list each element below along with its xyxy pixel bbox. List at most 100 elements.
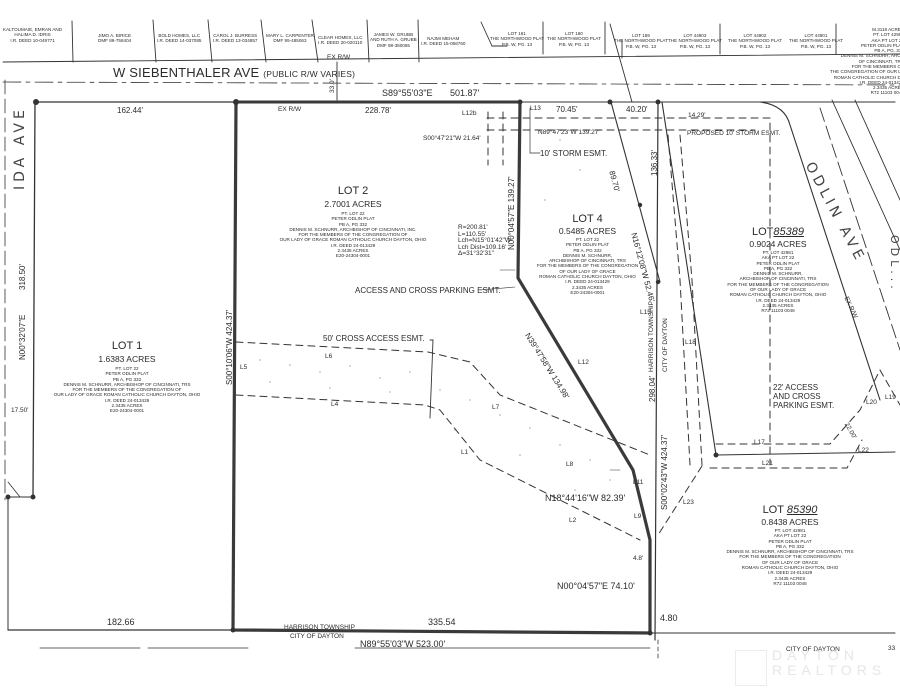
curve-chord-distance: Lch Dist=109.16'	[458, 243, 507, 251]
line-label: L5	[240, 364, 248, 371]
lot4-north-dim: 70.45'	[556, 105, 578, 114]
line-label: L19	[885, 394, 896, 401]
lot-title: LOT 1	[111, 340, 143, 352]
segment-74-dim: N00°04'57"E 74.10'	[557, 581, 635, 591]
offset-480: 4.80	[660, 613, 678, 623]
ida-ave-label: IDA AVE	[12, 106, 28, 190]
street-note: (PUBLIC R/W VARIES)	[263, 69, 356, 79]
line-label: L11	[633, 479, 644, 486]
line-label: L21	[762, 460, 773, 467]
lot-acres: 0.8438 ACRES	[761, 517, 819, 527]
lot-details: PT. LOT 42981 AKA PT LOT 22 PETER ODLIN …	[727, 250, 829, 314]
offset-48: 4.8'	[633, 555, 644, 562]
adjoiner: M.3118 ACRES PT. LOT 42981 AKA PT LOT 22…	[830, 27, 900, 96]
storm-bearing: S00°47'21"W 21.64'	[423, 135, 481, 142]
adjoiner: LOT 44901 THE NORTHWOOD PLAT P.B. W, PG.…	[789, 33, 843, 49]
east-line-part: 298.04'	[648, 376, 657, 402]
lot2-west-dim: S00°10'06"W 424.37'	[225, 309, 234, 385]
street-centerline	[2, 81, 900, 86]
monuments	[5, 99, 719, 636]
curve-delta: Δ=31°32'31"	[458, 250, 494, 257]
lot-title-prefix: LOT	[762, 504, 784, 516]
segment-82-dim: N18°44'16"W 82.39'	[545, 493, 626, 503]
north-bearing: S89°55'03"E	[382, 88, 433, 98]
line-label: L6	[325, 353, 333, 360]
south-lot2-dim: 335.54	[428, 617, 456, 627]
lot4-label: LOT 4 0.5485 ACRES PT. LOT 22 PETER ODLI…	[525, 213, 650, 295]
lot-title-number: 85390	[786, 504, 818, 516]
adjoiner: LOT 160 THE NORTHWOOD PLAT P.B. W, PG. 1…	[547, 31, 601, 47]
lot-details: PT. LOT 22 PETER ODLIN PLAT PB A, PG 332…	[279, 211, 427, 259]
street-name-text: W SIEBENTHALER AVE	[113, 65, 260, 80]
city-dayton-se: CITY OF DAYTON	[786, 646, 840, 653]
adjoiner: BOLD HOMES, LLC I.R. DEED 14-037085	[157, 33, 202, 44]
lot85389-label: LOT85389 0.9024 ACRES PT. LOT 42981 AKA …	[718, 226, 838, 313]
line-label: L17	[754, 439, 765, 446]
line-label: L23	[683, 499, 694, 506]
south-bearing: N89°55'03"W 523.00'	[360, 639, 446, 649]
adjoiner: LOT 44903 THE NORTHWOOD PLAT P.B. W, PG.…	[668, 33, 722, 49]
east-line-dim: S00°02'43"W 424.37'	[660, 434, 669, 510]
odlin-ave-west-line	[759, 101, 881, 401]
street-ex-rw: EX R/W	[327, 54, 351, 61]
lot1-west-line	[32, 101, 36, 498]
lot85390-label: LOT 85390 0.8438 ACRES PT. LOT 42981 AKA…	[725, 504, 855, 586]
lot2-label: LOT 2 2.7001 ACRES PT. LOT 22 PETER ODLI…	[258, 185, 448, 259]
line-label: L13	[530, 105, 541, 112]
curve-radius: R=200.81'	[458, 224, 488, 231]
line-label: L2	[569, 517, 577, 524]
lot-acres: 0.5485 ACRES	[558, 226, 617, 236]
watermark-line2: REALTORS	[772, 661, 887, 678]
curve-data: R=200.81' L=110.55' Lch=N15°01'42"W Lch …	[458, 224, 511, 258]
watermark: DAYTON REALTORS	[772, 648, 886, 677]
adjoiner: LOT 159 THE NORTHWOOD PLAT P.B. W, PG. 1…	[614, 33, 668, 49]
access-22-label: 22' ACCESS AND CROSS PARKING ESMT.	[773, 383, 835, 411]
lot1-west-bearing: N00°32'07"E	[18, 314, 27, 360]
north-total: 501.87'	[450, 88, 480, 98]
line-label: L4	[331, 401, 339, 408]
line-label: L20	[866, 399, 877, 406]
line-label: L1	[461, 449, 469, 456]
adjoiner: CAROL J. BURRESS I.R. DEED 13-034857	[213, 33, 258, 44]
easement-hatch	[259, 139, 611, 491]
curve-chord-bearing: Lch=N15°01'42"W	[458, 237, 511, 244]
dayton-realtors-logo-icon	[735, 650, 767, 686]
offset-1429: 14.29'	[688, 112, 706, 119]
city-dayton-vertical: CITY OF DAYTON	[662, 318, 669, 372]
city-dayton-south: CITY OF DAYTON	[290, 633, 344, 640]
line-label: L12	[578, 359, 589, 366]
adjoiner-lines	[2, 19, 900, 103]
lot-acres: 0.9024 ACRES	[749, 239, 807, 249]
lot-details: PT. LOT 22 PETER ODLIN PLAT PB A, PG 332…	[536, 237, 639, 295]
adjoiner: LOT 44902 THE NORTHWOOD PLAT P.B. W, PG.…	[728, 33, 782, 49]
lot-title-number: 85389	[773, 226, 804, 238]
east-north-dim: 40.20'	[626, 105, 648, 114]
harrison-twp-south: HARRISON TOWNSHIP	[284, 624, 355, 631]
lot1-west-dim: 318.50'	[18, 264, 27, 290]
proposed-storm-label: PROPOSED 10' STORM ESMT.	[687, 130, 781, 137]
page-marker: 33	[888, 645, 896, 652]
south-lot1-dim: 182.66	[107, 617, 135, 627]
lot-title: LOT85389	[718, 226, 838, 238]
storm-bearing2: N89°47'23"W 139.27'	[538, 129, 600, 136]
lot-details: PT. LOT 42981 AKA PT LOT 22 PETER ODLIN …	[726, 528, 854, 586]
curve-length: L=110.55'	[458, 230, 487, 238]
odlin-ave-partial-label: ODL...	[888, 235, 900, 293]
adjoiner: MARY L. CARPENTER DMF 95-485063	[266, 33, 314, 44]
lot-title-prefix: LOT	[752, 226, 774, 238]
street-width-label: 33.0'	[329, 79, 336, 93]
adjoiner: LOT 161 THE NORTHWOOD PLAT P.B. W, PG. 1…	[490, 31, 544, 47]
lot2-boundary	[231, 100, 652, 635]
access-cross-label: ACCESS AND CROSS PARKING ESMT.	[355, 286, 501, 295]
line-label: L9	[634, 513, 642, 520]
line-label: L12b	[462, 110, 477, 117]
lot-title: LOT 4	[572, 213, 603, 225]
adjoiner: JIMO A. BIRICE DMF 89-758404	[98, 33, 132, 44]
line-label: L22	[858, 447, 869, 454]
lot-title: LOT 85390	[725, 504, 855, 516]
lot2-north-dim: 228.78'	[365, 106, 391, 115]
lot1-north-dim: 162.44'	[117, 106, 143, 115]
east-line	[654, 101, 659, 641]
lot-title: LOT 2	[337, 185, 369, 197]
